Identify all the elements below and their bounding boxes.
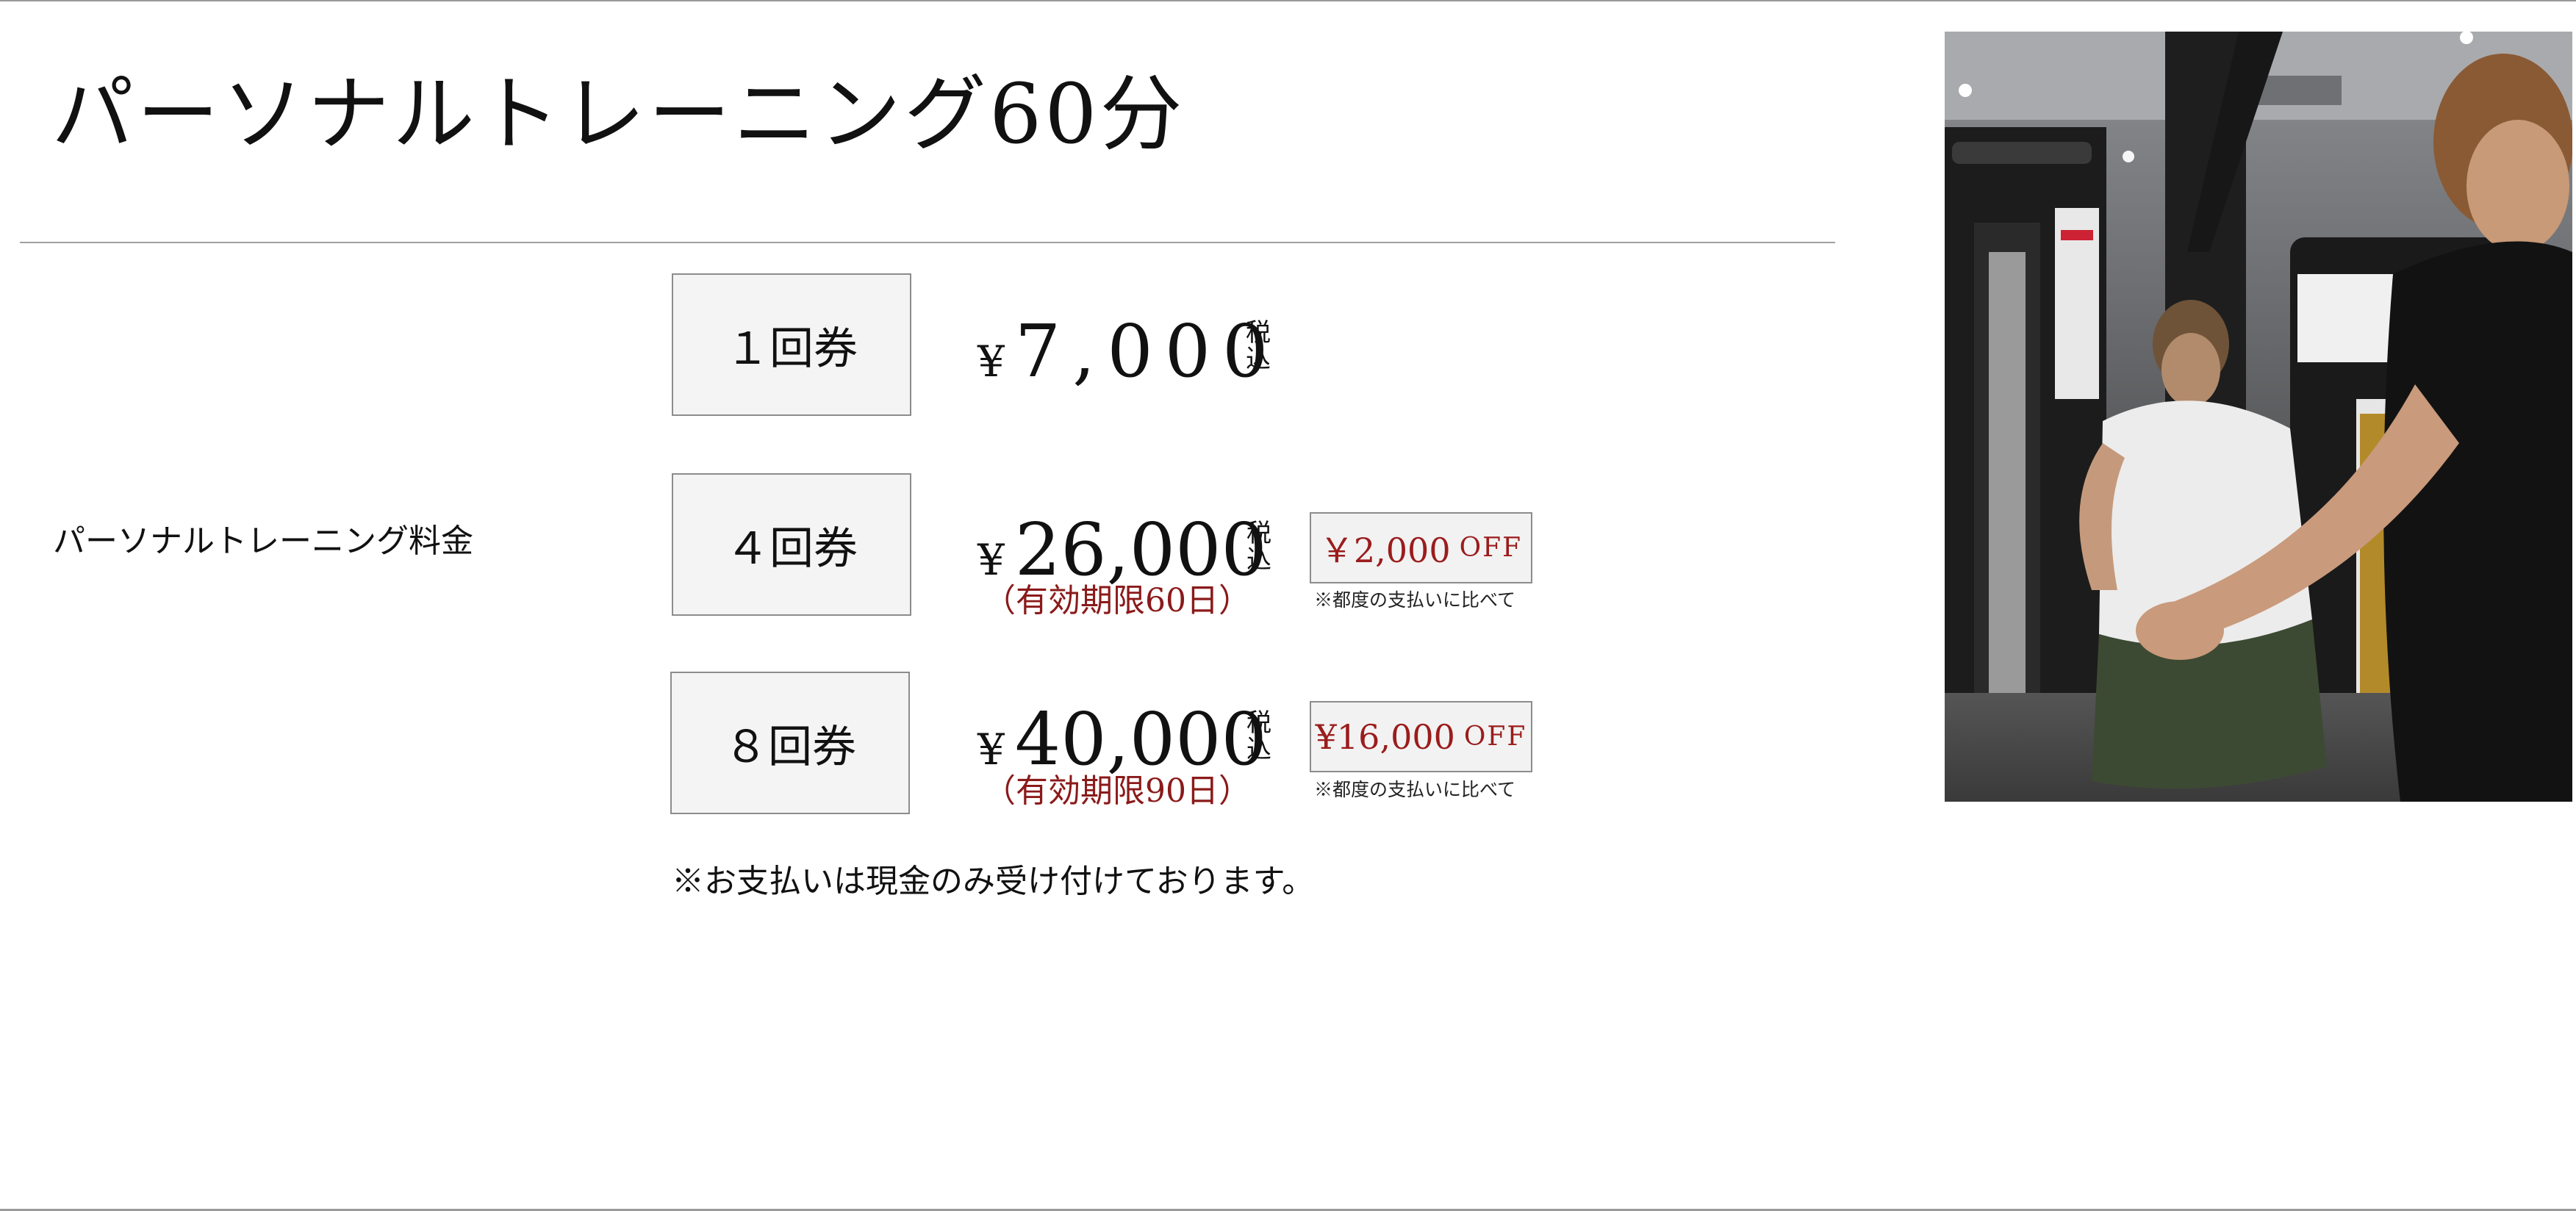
price-value-1: 7,000 — [1014, 310, 1280, 394]
discount-badge-2: ￥2,000 OFF — [1310, 512, 1532, 583]
yen-symbol: ¥ — [977, 535, 1005, 585]
gym-trainer-photo — [1945, 32, 2572, 802]
discount-amount-3: ¥16,000 — [1315, 716, 1455, 757]
ticket-box-3: ８回券 — [670, 672, 910, 814]
ticket-box-2: ４回券 — [672, 473, 911, 616]
tax-label-1: 税込 — [1246, 318, 1271, 374]
price-3: ¥ 40,000 — [977, 704, 1267, 776]
tax-label-3: 税込 — [1246, 708, 1271, 764]
title-divider — [20, 242, 1835, 243]
off-label-3: OFF — [1463, 722, 1527, 752]
validity-3: （有効期限90日） — [983, 772, 1251, 810]
ticket-box-1: １回券 — [672, 273, 911, 416]
price-1: ¥ 7,000 — [977, 316, 1280, 388]
payment-note: ※お支払いは現金のみ受け付けております。 — [672, 863, 1315, 900]
validity-2: （有効期限60日） — [983, 582, 1251, 619]
tax-label-2: 税込 — [1246, 519, 1271, 575]
price-2: ¥ 26,000 — [977, 514, 1267, 586]
yen-symbol: ¥ — [977, 337, 1005, 387]
price-value-2: 26,000 — [1014, 509, 1267, 592]
compare-note-3: ※都度の支払いに比べて — [1314, 779, 1516, 800]
price-value-3: 40,000 — [1014, 698, 1267, 782]
compare-note-2: ※都度の支払いに比べて — [1314, 589, 1516, 611]
pricing-row-label: パーソナルトレーニング料金 — [53, 522, 473, 560]
page-title: パーソナルトレーニング60分 — [51, 67, 1185, 162]
discount-badge-3: ¥16,000 OFF — [1310, 701, 1532, 772]
bottom-divider — [0, 1209, 2576, 1211]
discount-amount-2: ￥2,000 — [1319, 530, 1451, 570]
yen-symbol: ¥ — [977, 725, 1005, 775]
off-label-2: OFF — [1459, 533, 1523, 563]
top-divider — [0, 0, 2576, 1]
